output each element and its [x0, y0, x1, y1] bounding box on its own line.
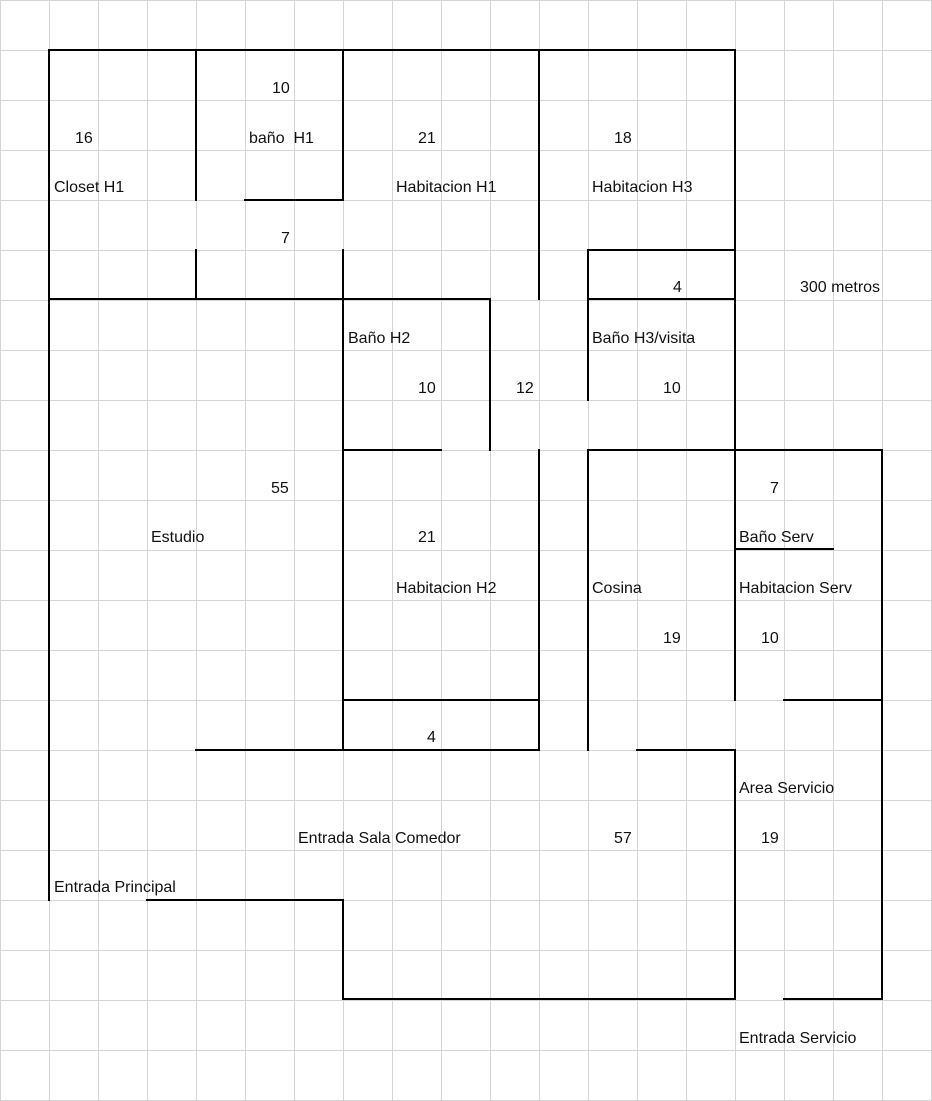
sala-comedor-label: Entrada Sala Comedor	[298, 830, 461, 847]
bano-h3-area: 10	[663, 380, 681, 397]
closet-h1-label: Closet H1	[54, 179, 125, 196]
entrada-servicio-label: Entrada Servicio	[739, 1030, 857, 1047]
entrada-principal-label: Entrada Principal	[54, 879, 176, 896]
bano-h1-area: 10	[272, 80, 290, 97]
area-servicio-area: 19	[761, 830, 779, 847]
estudio-label: Estudio	[151, 529, 205, 546]
bano-h2-label: Baño H2	[348, 330, 411, 347]
pasillo-area: 12	[516, 380, 534, 397]
closet-h1-area: 16	[75, 130, 93, 147]
pasillo-h1-area: 7	[281, 230, 290, 247]
closet-h2-area: 4	[427, 729, 436, 746]
closet-h3-area: 4	[673, 279, 682, 296]
habitacion-serv-label: Habitacion Serv	[739, 580, 852, 597]
habitacion-h3-area: 18	[614, 130, 632, 147]
estudio-area: 55	[271, 480, 289, 497]
cosina-area: 19	[663, 630, 681, 647]
bano-serv-area: 7	[770, 480, 779, 497]
total-area-label: 300 metros	[800, 279, 881, 296]
cosina-label: Cosina	[592, 580, 642, 597]
area-servicio-label: Area Servicio	[739, 780, 835, 797]
habitacion-h1-area: 21	[418, 130, 436, 147]
bano-serv-label: Baño Serv	[739, 529, 814, 546]
bano-h1-label: baño H1	[249, 130, 314, 147]
habitacion-h2-label: Habitacion H2	[396, 580, 497, 597]
habitacion-h3-label: Habitacion H3	[592, 179, 693, 196]
sala-comedor-area: 57	[614, 830, 632, 847]
habitacion-serv-area: 10	[761, 630, 779, 647]
bano-h3-label: Baño H3/visita	[592, 330, 696, 347]
habitacion-h1-label: Habitacion H1	[396, 179, 497, 196]
habitacion-h2-area: 21	[418, 529, 436, 546]
bano-h2-area: 10	[418, 380, 436, 397]
